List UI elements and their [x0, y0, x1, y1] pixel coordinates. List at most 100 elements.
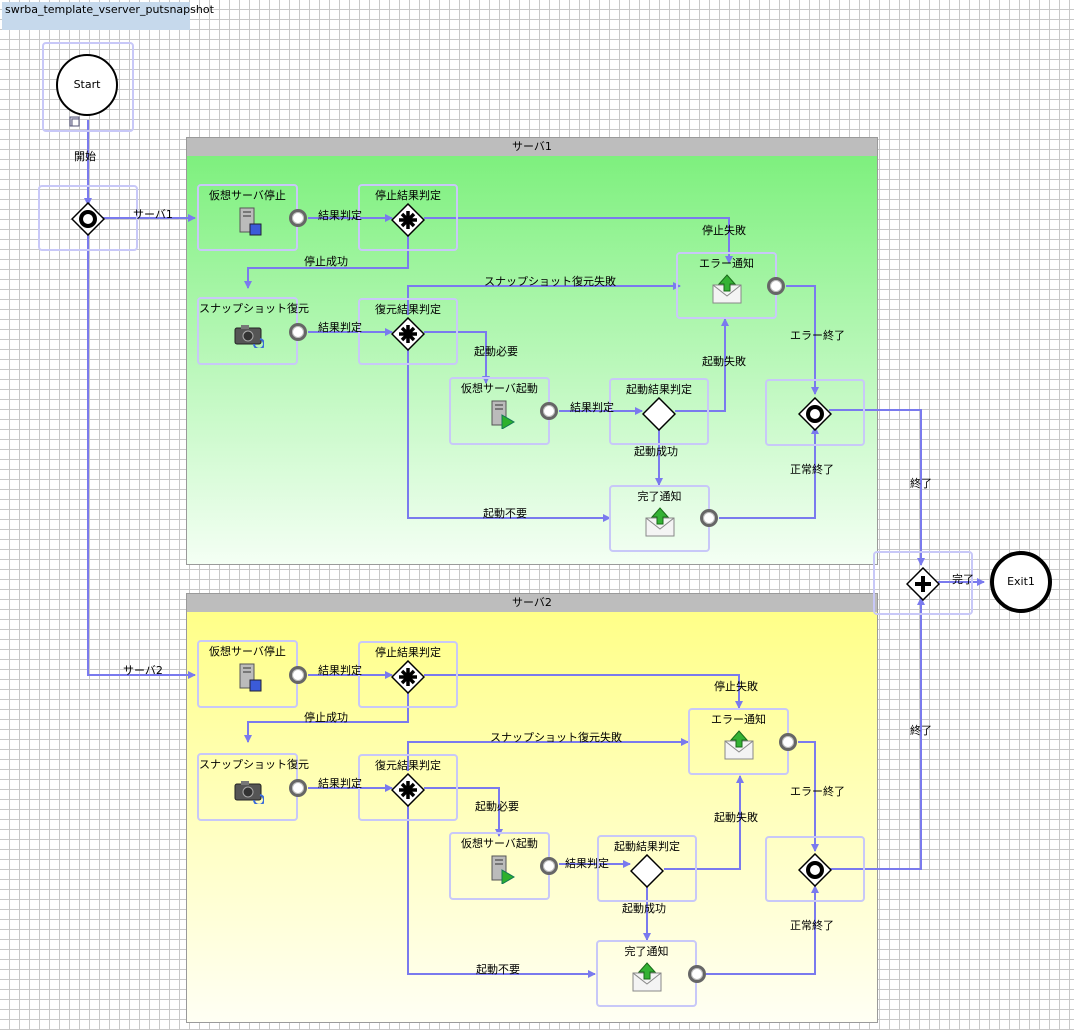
task-stop-vm-1[interactable]: 仮想サーバ停止 — [197, 184, 298, 251]
end-gateway-2[interactable] — [765, 836, 865, 902]
server-start-icon — [491, 400, 515, 430]
task-start-judge-2[interactable]: 起動結果判定 — [597, 835, 697, 902]
task-error-notify-1[interactable]: エラー通知 — [676, 252, 777, 319]
task-restore-judge-2[interactable]: 復元結果判定 — [358, 754, 458, 821]
flow-label-l1-result3: 結果判定 — [570, 401, 614, 414]
mail-send-icon — [632, 962, 661, 992]
flow-end2 — [829, 597, 925, 870]
task-restore-1[interactable]: スナップショット復元 — [197, 297, 309, 365]
complex-gateway-icon — [391, 203, 425, 238]
flow-label-l1-start-ok: 起動成功 — [634, 445, 678, 458]
camera-icon — [234, 781, 264, 805]
flow-label-end1: 終了 — [910, 477, 932, 490]
lane-server2-header: サーバ2 — [187, 594, 877, 612]
diagram-title-tab[interactable]: swrba_template_vserver_putsnapshot — [2, 2, 214, 30]
flow-label-l2-no-start: 起動不要 — [476, 963, 520, 976]
flow-label-complete: 完了 — [952, 573, 974, 586]
intermediate-event-2e[interactable] — [688, 965, 706, 983]
flow-l2-normal-end — [706, 885, 819, 975]
flow-label-l2-start-fail: 起動失敗 — [714, 811, 758, 824]
mail-send-icon — [645, 507, 674, 537]
flow-l2-error-end — [798, 741, 819, 852]
intermediate-event-2d[interactable] — [779, 733, 797, 751]
flow-label-end2: 終了 — [910, 724, 932, 737]
flow-l1-stop-ok — [244, 235, 409, 289]
task-start-vm-1[interactable]: 仮想サーバ起動 — [449, 377, 550, 445]
flow-label-l1-start-fail: 起動失敗 — [702, 355, 746, 368]
exclusive-gateway-icon — [630, 854, 664, 889]
task-restore-judge-1[interactable]: 復元結果判定 — [358, 298, 458, 365]
join-gateway-frame[interactable] — [873, 551, 973, 615]
lane-server1-header: サーバ1 — [187, 138, 877, 156]
event-gateway-icon — [71, 202, 105, 237]
flow-l2-start-fail — [664, 775, 744, 870]
intermediate-event-1b[interactable] — [289, 323, 307, 341]
start-node-frame[interactable]: Start — [42, 42, 134, 132]
intermediate-event-2a[interactable] — [289, 666, 307, 684]
flow-label-l1-need-start: 起動必要 — [474, 345, 518, 358]
flow-label-l2-start-ok: 起動成功 — [622, 902, 666, 915]
intermediate-event-1a[interactable] — [289, 209, 307, 227]
flow-label-l1-error-end: エラー終了 — [790, 329, 845, 342]
intermediate-event-1d[interactable] — [767, 277, 785, 295]
task-stop-judge-1[interactable]: 停止結果判定 — [358, 184, 458, 251]
split-gateway-frame[interactable] — [38, 185, 138, 251]
flow-l1-start-fail — [675, 318, 729, 412]
task-error-notify-2[interactable]: エラー通知 — [688, 708, 789, 775]
task-stop-judge-2[interactable]: 停止結果判定 — [358, 641, 458, 708]
server-start-icon — [491, 855, 515, 885]
flow-label-l1-stop-fail: 停止失敗 — [702, 224, 746, 237]
end-gateway-1[interactable] — [765, 379, 865, 446]
intermediate-event-2c[interactable] — [540, 857, 558, 875]
intermediate-event-1c[interactable] — [540, 402, 558, 420]
server-stop-icon — [239, 207, 261, 236]
flow-label-begin: 開始 — [74, 150, 96, 163]
flow-l2-snap-fail — [407, 738, 689, 771]
exclusive-gateway-icon — [642, 397, 676, 432]
flow-l1-error-end — [786, 285, 819, 395]
start-event: Start — [56, 54, 118, 116]
flow-label-l1-no-start: 起動不要 — [483, 507, 527, 520]
task-done-notify-1[interactable]: 完了通知 — [609, 485, 710, 552]
flow-label-l2-result1: 結果判定 — [318, 664, 362, 677]
flow-l2-need-start — [424, 787, 503, 837]
parallel-gateway-icon — [906, 567, 940, 602]
task-start-judge-1[interactable]: 起動結果判定 — [609, 378, 709, 445]
flow-l2-stop-fail — [424, 674, 743, 709]
flow-l1-stop-fail — [424, 217, 733, 264]
flow-end1 — [829, 409, 925, 566]
flow-label-l2-result3: 結果判定 — [565, 857, 609, 870]
event-gateway-icon — [798, 853, 832, 888]
complex-gateway-icon — [391, 660, 425, 695]
flow-l1-no-start — [407, 348, 611, 522]
flow-l1-snap-fail — [407, 282, 681, 315]
complex-gateway-icon — [391, 773, 425, 808]
flow-label-l1-normal-end: 正常終了 — [790, 463, 834, 476]
task-done-notify-2[interactable]: 完了通知 — [596, 940, 697, 1007]
event-gateway-icon — [798, 396, 832, 431]
flow-l2-no-start — [407, 805, 596, 978]
intermediate-event-1e[interactable] — [700, 509, 718, 527]
flow-to-server2 — [87, 232, 196, 679]
intermediate-event-2b[interactable] — [289, 779, 307, 797]
task-restore-2[interactable]: スナップショット復元 — [197, 753, 309, 821]
diagram-title: swrba_template_vserver_putsnapshot — [5, 3, 214, 16]
flow-label-l2-stop-fail: 停止失敗 — [714, 680, 758, 693]
flow-l1-normal-end — [719, 426, 819, 519]
lane-server2: サーバ2 — [186, 593, 878, 1023]
flow-label-l2-normal-end: 正常終了 — [790, 919, 834, 932]
flow-label-l2-stop-ok: 停止成功 — [304, 711, 348, 724]
flow-label-l1-result1: 結果判定 — [318, 209, 362, 222]
task-stop-vm-2[interactable]: 仮想サーバ停止 — [197, 640, 298, 708]
flow-label-server1: サーバ1 — [133, 208, 173, 221]
task-start-vm-2[interactable]: 仮想サーバ起動 — [449, 832, 550, 900]
flow-label-l2-need-start: 起動必要 — [475, 800, 519, 813]
flow-label-l1-snap-fail: スナップショット復元失敗 — [484, 275, 616, 288]
complex-gateway-icon — [391, 317, 425, 352]
exit-event[interactable]: Exit1 — [990, 551, 1052, 613]
flow-label-l2-result2: 結果判定 — [318, 777, 362, 790]
flow-label-l1-result2: 結果判定 — [318, 321, 362, 334]
flow-label-l1-stop-ok: 停止成功 — [304, 255, 348, 268]
flow-label-l2-snap-fail: スナップショット復元失敗 — [490, 731, 622, 744]
